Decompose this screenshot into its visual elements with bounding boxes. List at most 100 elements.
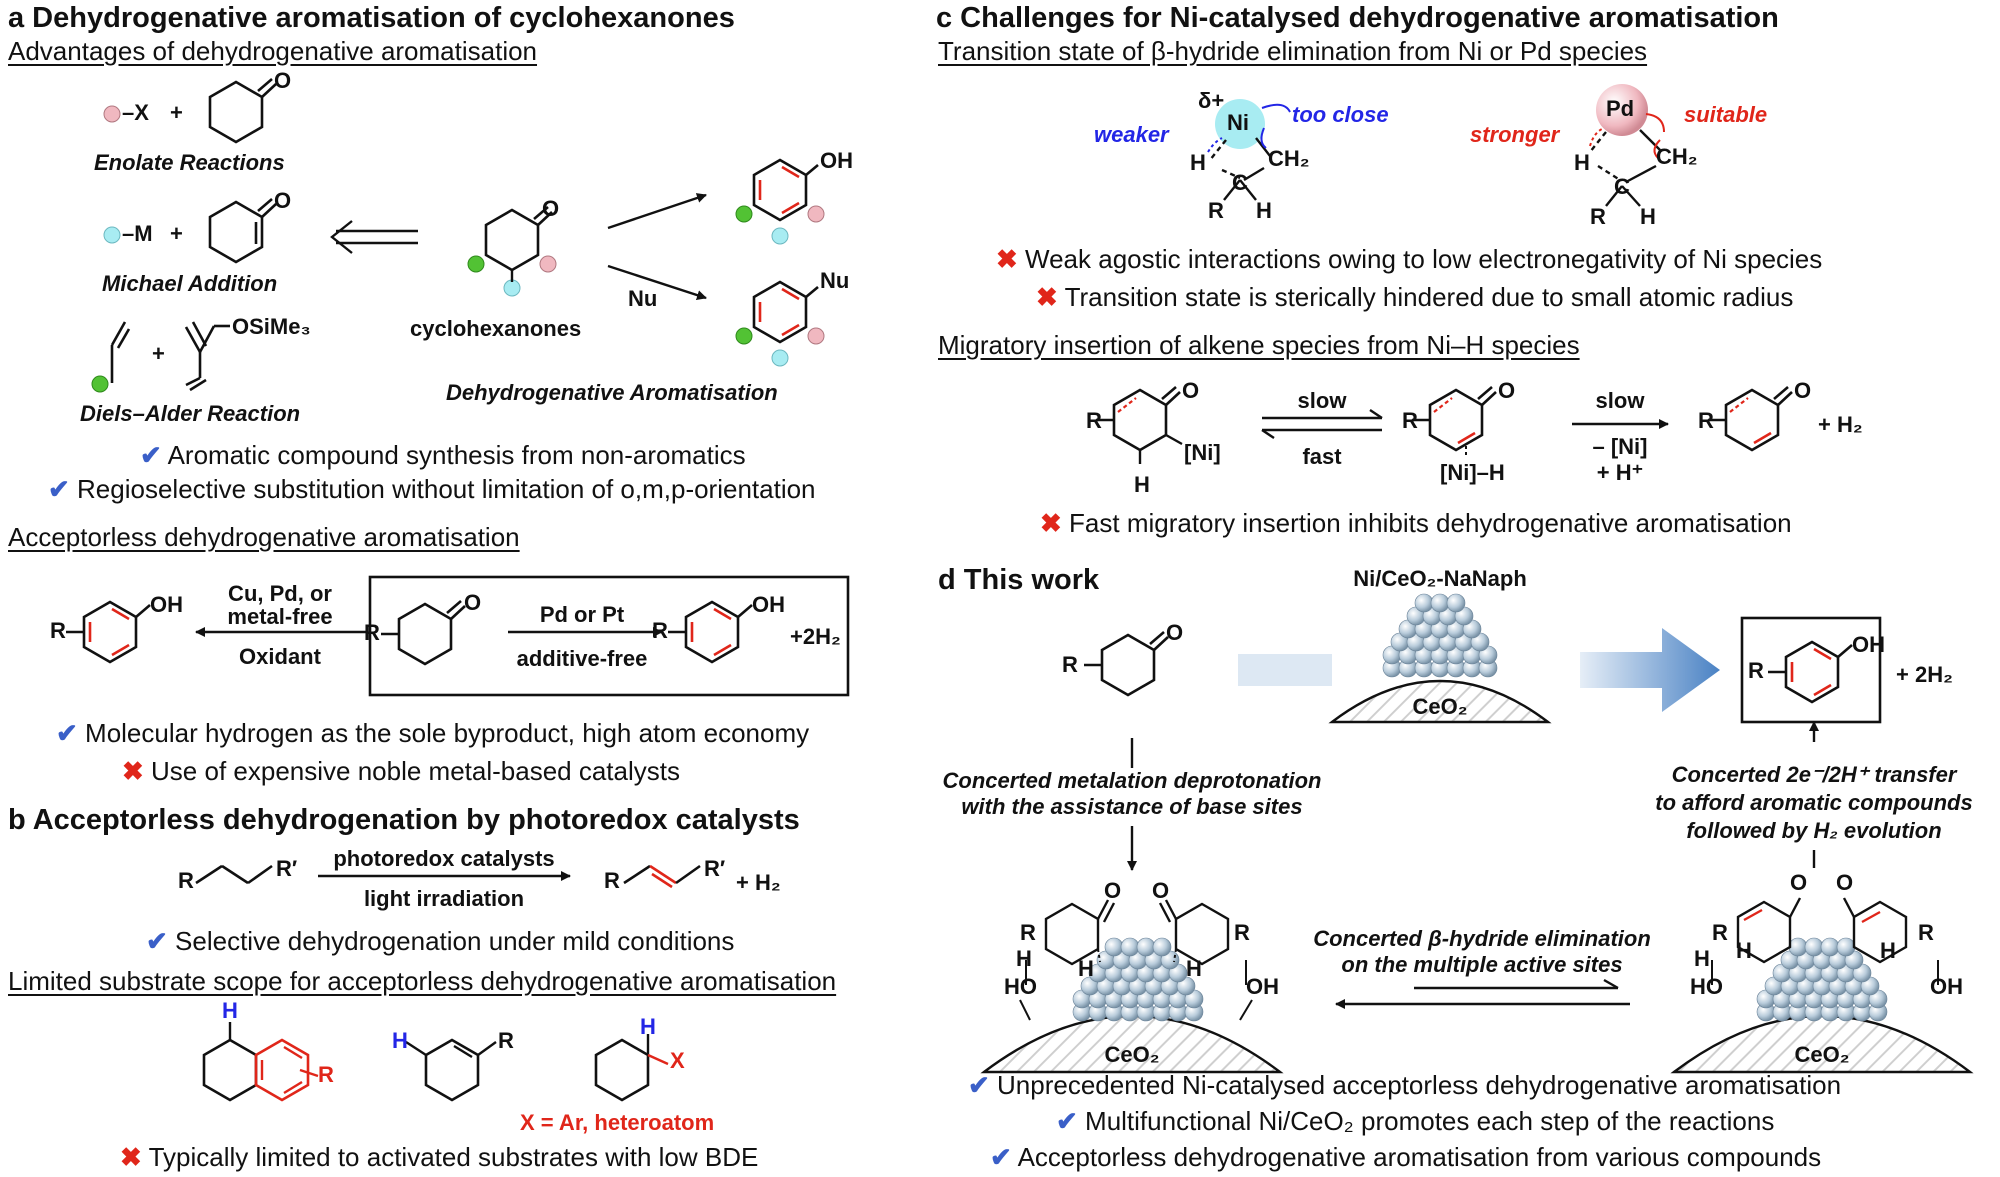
ni-atom-sphere <box>1414 593 1434 613</box>
slow-label-2: slow <box>1595 388 1645 413</box>
check-icon: ✔ <box>146 926 168 956</box>
pd-label: Pd <box>1606 96 1635 121</box>
pro-1: ✔ Molecular hydrogen as the sole byprodu… <box>56 718 810 748</box>
catalyst-particle <box>1328 679 1552 724</box>
phenol-left <box>66 600 151 664</box>
support-label-right: CeO₂ <box>1794 1042 1850 1067</box>
h-label-mi1: H <box>1134 472 1150 497</box>
ni-label-mi1: [Ni] <box>1184 440 1221 465</box>
r-label-mi1: R <box>1086 408 1102 433</box>
r-label-tetralin: R <box>318 1062 334 1087</box>
slow-label-1: slow <box>1297 388 1347 413</box>
delta-label: δ+ <box>1198 88 1225 113</box>
adsorbed-ketones-left <box>1019 899 1253 1021</box>
ch2-label-ni: CH₂ <box>1268 146 1310 171</box>
alkane-chain <box>195 864 273 885</box>
r-label-3: R <box>652 618 668 643</box>
nu-arrow-label: Nu <box>628 286 658 311</box>
pro-d1: ✔ Unprecedented Ni-catalysed acceptorles… <box>968 1070 1842 1100</box>
retrosynthesis-arrow <box>330 220 418 254</box>
dehydrogenative-aromatisation-label: Dehydrogenative Aromatisation <box>446 380 778 405</box>
phenol-product-d <box>1768 640 1853 704</box>
vinyl-dienophile <box>91 321 131 393</box>
o-label-d3: O <box>1152 878 1170 903</box>
nih-label: [Ni]–H <box>1440 460 1505 485</box>
con-1: ✖ Use of expensive noble metal-based cat… <box>122 756 680 786</box>
step3-line1: Concerted β-hydride elimination <box>1313 926 1651 951</box>
ni-atom-sphere <box>1104 937 1124 957</box>
panel-a-subheading: Advantages of dehydrogenative aromatisat… <box>8 36 538 66</box>
pro-d3: ✔ Acceptorless dehydrogenative aromatisa… <box>990 1142 1822 1172</box>
o-label-d2: O <box>1104 878 1122 903</box>
ho-label-d2: HO <box>1690 974 1723 999</box>
ho-label-d1: HO <box>1004 974 1037 999</box>
support-label-top: CeO₂ <box>1412 694 1468 719</box>
faded-arrow-segment <box>1238 654 1332 686</box>
h-label-d3: H <box>1016 946 1032 971</box>
right-cond-1: Pd or Pt <box>539 602 625 627</box>
silyloxy-diene <box>184 321 230 392</box>
r-label-d3: R <box>1020 920 1036 945</box>
o-label-mi2: O <box>1498 378 1516 403</box>
h-label-d6: H <box>1694 946 1710 971</box>
oh-label-d: OH <box>1852 632 1885 657</box>
h-label-pd: H <box>1574 150 1590 175</box>
o-label-d5: O <box>1836 870 1854 895</box>
h2-product-a: +2H₂ <box>790 624 841 649</box>
h2-product-c: + H₂ <box>1818 412 1863 437</box>
substrate-cyclohexanone <box>1084 631 1169 697</box>
r-label-2: R <box>364 620 380 645</box>
plus-h-label: + H⁺ <box>1596 460 1644 485</box>
fast-label: fast <box>1302 444 1342 469</box>
minus-ni-label: – [Ni] <box>1592 434 1648 459</box>
step2-line2: to afford aromatic compounds <box>1655 790 1973 815</box>
h2-label-ni: H <box>1256 198 1272 223</box>
o-label-3: O <box>542 196 560 221</box>
ni-label: Ni <box>1227 110 1249 135</box>
h-label-d1: H <box>1078 956 1094 981</box>
x-label: X <box>670 1048 685 1073</box>
ni-atom-sphere <box>1120 937 1140 957</box>
reagent-m: –M <box>122 221 153 246</box>
stronger-label: stronger <box>1470 122 1560 147</box>
mi-heading: Migratory insertion of alkene species fr… <box>938 330 1580 360</box>
cyclohexanone-1 <box>208 78 277 144</box>
tetralin <box>202 1022 319 1102</box>
oh-label-d3: OH <box>1930 974 1963 999</box>
o-label-mi1: O <box>1182 378 1200 403</box>
r-label-mi3: R <box>1698 408 1714 433</box>
phenol-product <box>735 158 825 245</box>
con-c2: ✖ Transition state is sterically hindere… <box>1036 282 1794 312</box>
r-label-pd: R <box>1590 204 1606 229</box>
pro-d2: ✔ Multifunctional Ni/CeO₂ promotes each … <box>1056 1106 1775 1136</box>
r-label-d5: R <box>1712 920 1728 945</box>
ni-atom-sphere <box>1788 937 1808 957</box>
h-label-ni: H <box>1190 150 1206 175</box>
cyclohexanone-acceptorless <box>381 600 466 666</box>
ni-atom-sphere <box>1136 937 1156 957</box>
limited-scope-heading: Limited substrate scope for acceptorless… <box>8 966 837 996</box>
h-label-tetralin: H <box>222 998 238 1023</box>
arrow-to-arene <box>607 264 707 300</box>
acceptorless-heading: Acceptorless dehydrogenative aromatisati… <box>8 522 520 552</box>
photoredox-cond-1: photoredox catalysts <box>333 846 555 871</box>
left-cond-2: metal-free <box>227 604 333 629</box>
ni-alkyl-ketone <box>1096 386 1183 464</box>
r-label-d4: R <box>1234 920 1250 945</box>
phenol-right <box>668 600 753 664</box>
cross-icon: ✖ <box>1036 282 1058 312</box>
h-label-d5: H <box>1880 938 1896 963</box>
panel-d-heading: d This work <box>938 564 1100 596</box>
oxidant-label: Oxidant <box>239 644 321 669</box>
ni-atom-sphere <box>1446 593 1466 613</box>
reagent-x: –X <box>122 100 149 125</box>
diels-alder-label: Diels–Alder Reaction <box>80 401 301 426</box>
plus-1: + <box>170 100 183 125</box>
o-label-2: O <box>274 188 292 213</box>
suitable-label: suitable <box>1684 102 1768 127</box>
con-b1: ✖ Typically limited to activated substra… <box>120 1142 759 1172</box>
adsorbed-enones-right <box>1711 897 1939 985</box>
r-label-d6: R <box>1918 920 1934 945</box>
pd-transition-state <box>1589 84 1665 207</box>
